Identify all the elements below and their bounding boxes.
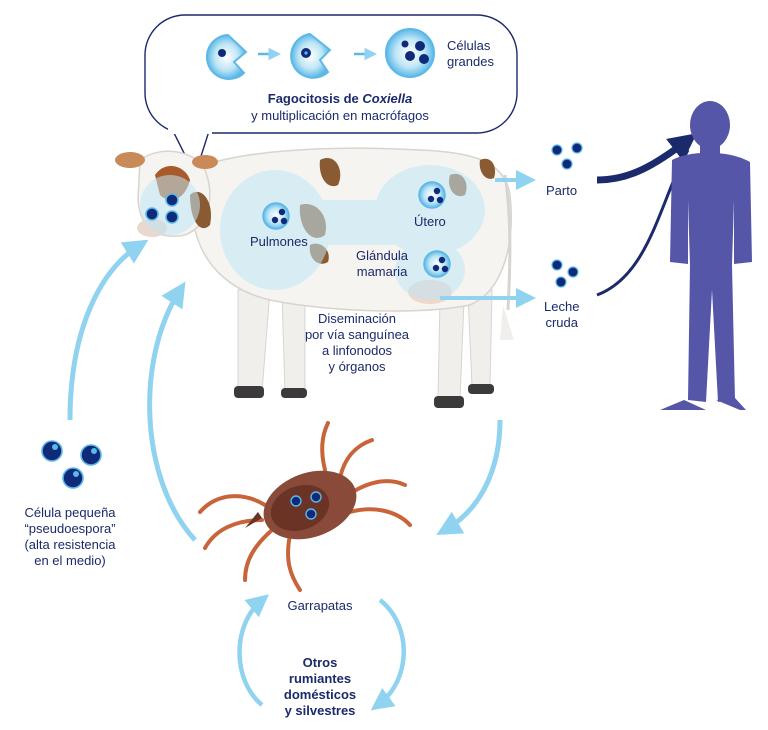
macrophage-stage-3-icon <box>385 28 435 78</box>
macrophage-stage-1-icon <box>205 33 248 80</box>
udder-macrophage-icon <box>423 250 451 278</box>
arrow-cow-to-tick <box>436 419 503 535</box>
birth-bacteria-icon <box>551 142 583 170</box>
other-ruminants-label: Otros rumiantes domésticos y silvestres <box>283 655 357 718</box>
arrow-ruminants-to-ticks <box>237 594 269 707</box>
arrow-small-cell-to-cow <box>67 239 149 421</box>
milk-bacteria-icon <box>551 259 579 288</box>
uterus-macrophage-icon <box>418 181 446 209</box>
bubble-title: Fagocitosis de Coxiella y multiplicación… <box>251 91 429 123</box>
head-bacteria-icon <box>145 193 179 224</box>
macrophage-stage-2-icon <box>290 32 332 79</box>
arrow-birth-to-human <box>596 133 697 184</box>
organ-highlight-area <box>140 165 485 300</box>
arrow-tick-to-cow <box>147 281 197 542</box>
ticks-label: Garrapatas <box>287 598 353 613</box>
dissemination-label: Diseminación por vía sanguínea a linfono… <box>304 311 410 374</box>
human-silhouette <box>660 101 752 410</box>
uterus-label: Útero <box>414 214 446 229</box>
small-cell-label: Célula pequeña “pseudoespora” (alta resi… <box>24 505 116 568</box>
lung-macrophage-icon <box>262 202 290 230</box>
small-cell-icon <box>41 440 102 489</box>
lungs-label: Pulmones <box>250 234 308 249</box>
arrow-ticks-to-ruminants <box>370 598 406 711</box>
birth-label: Parto <box>546 183 578 198</box>
tick-illustration <box>198 421 412 592</box>
